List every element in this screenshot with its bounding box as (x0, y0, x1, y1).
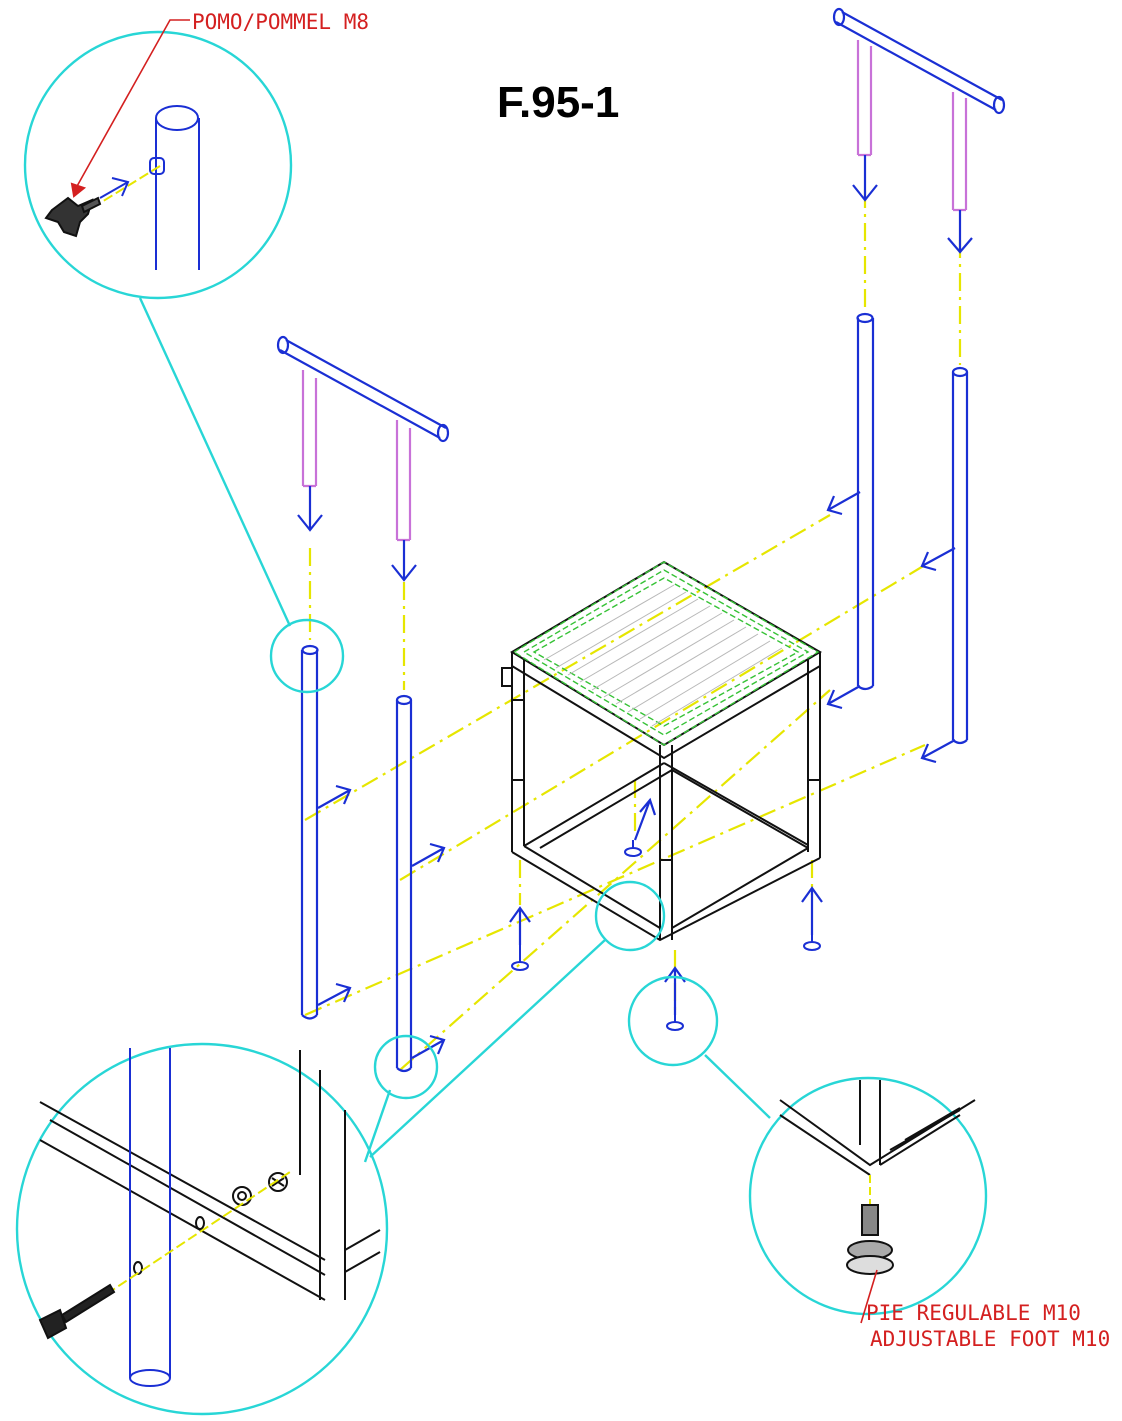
frame-cube (501, 560, 822, 942)
detail-circles (15, 30, 988, 1416)
bolt-detail (38, 1048, 381, 1387)
foot-callout-line2: ADJUSTABLE FOOT M10 (870, 1327, 1111, 1351)
t-handle-left (276, 335, 450, 582)
insert-arrows (317, 491, 956, 1059)
top-panel (512, 561, 820, 746)
pommel-callout: POMO/POMMEL M8 (192, 10, 370, 34)
pommel-detail (44, 19, 200, 270)
adjustable-feet (511, 840, 821, 1031)
upright-tubes (300, 312, 969, 1073)
assembly-axis-lines (304, 190, 962, 1071)
foot-callout-line1: PIE REGULABLE M10 (866, 1301, 1081, 1325)
drawing-title: F.95-1 (497, 78, 620, 127)
t-handle-right (832, 7, 1006, 254)
foot-detail (779, 1080, 976, 1324)
